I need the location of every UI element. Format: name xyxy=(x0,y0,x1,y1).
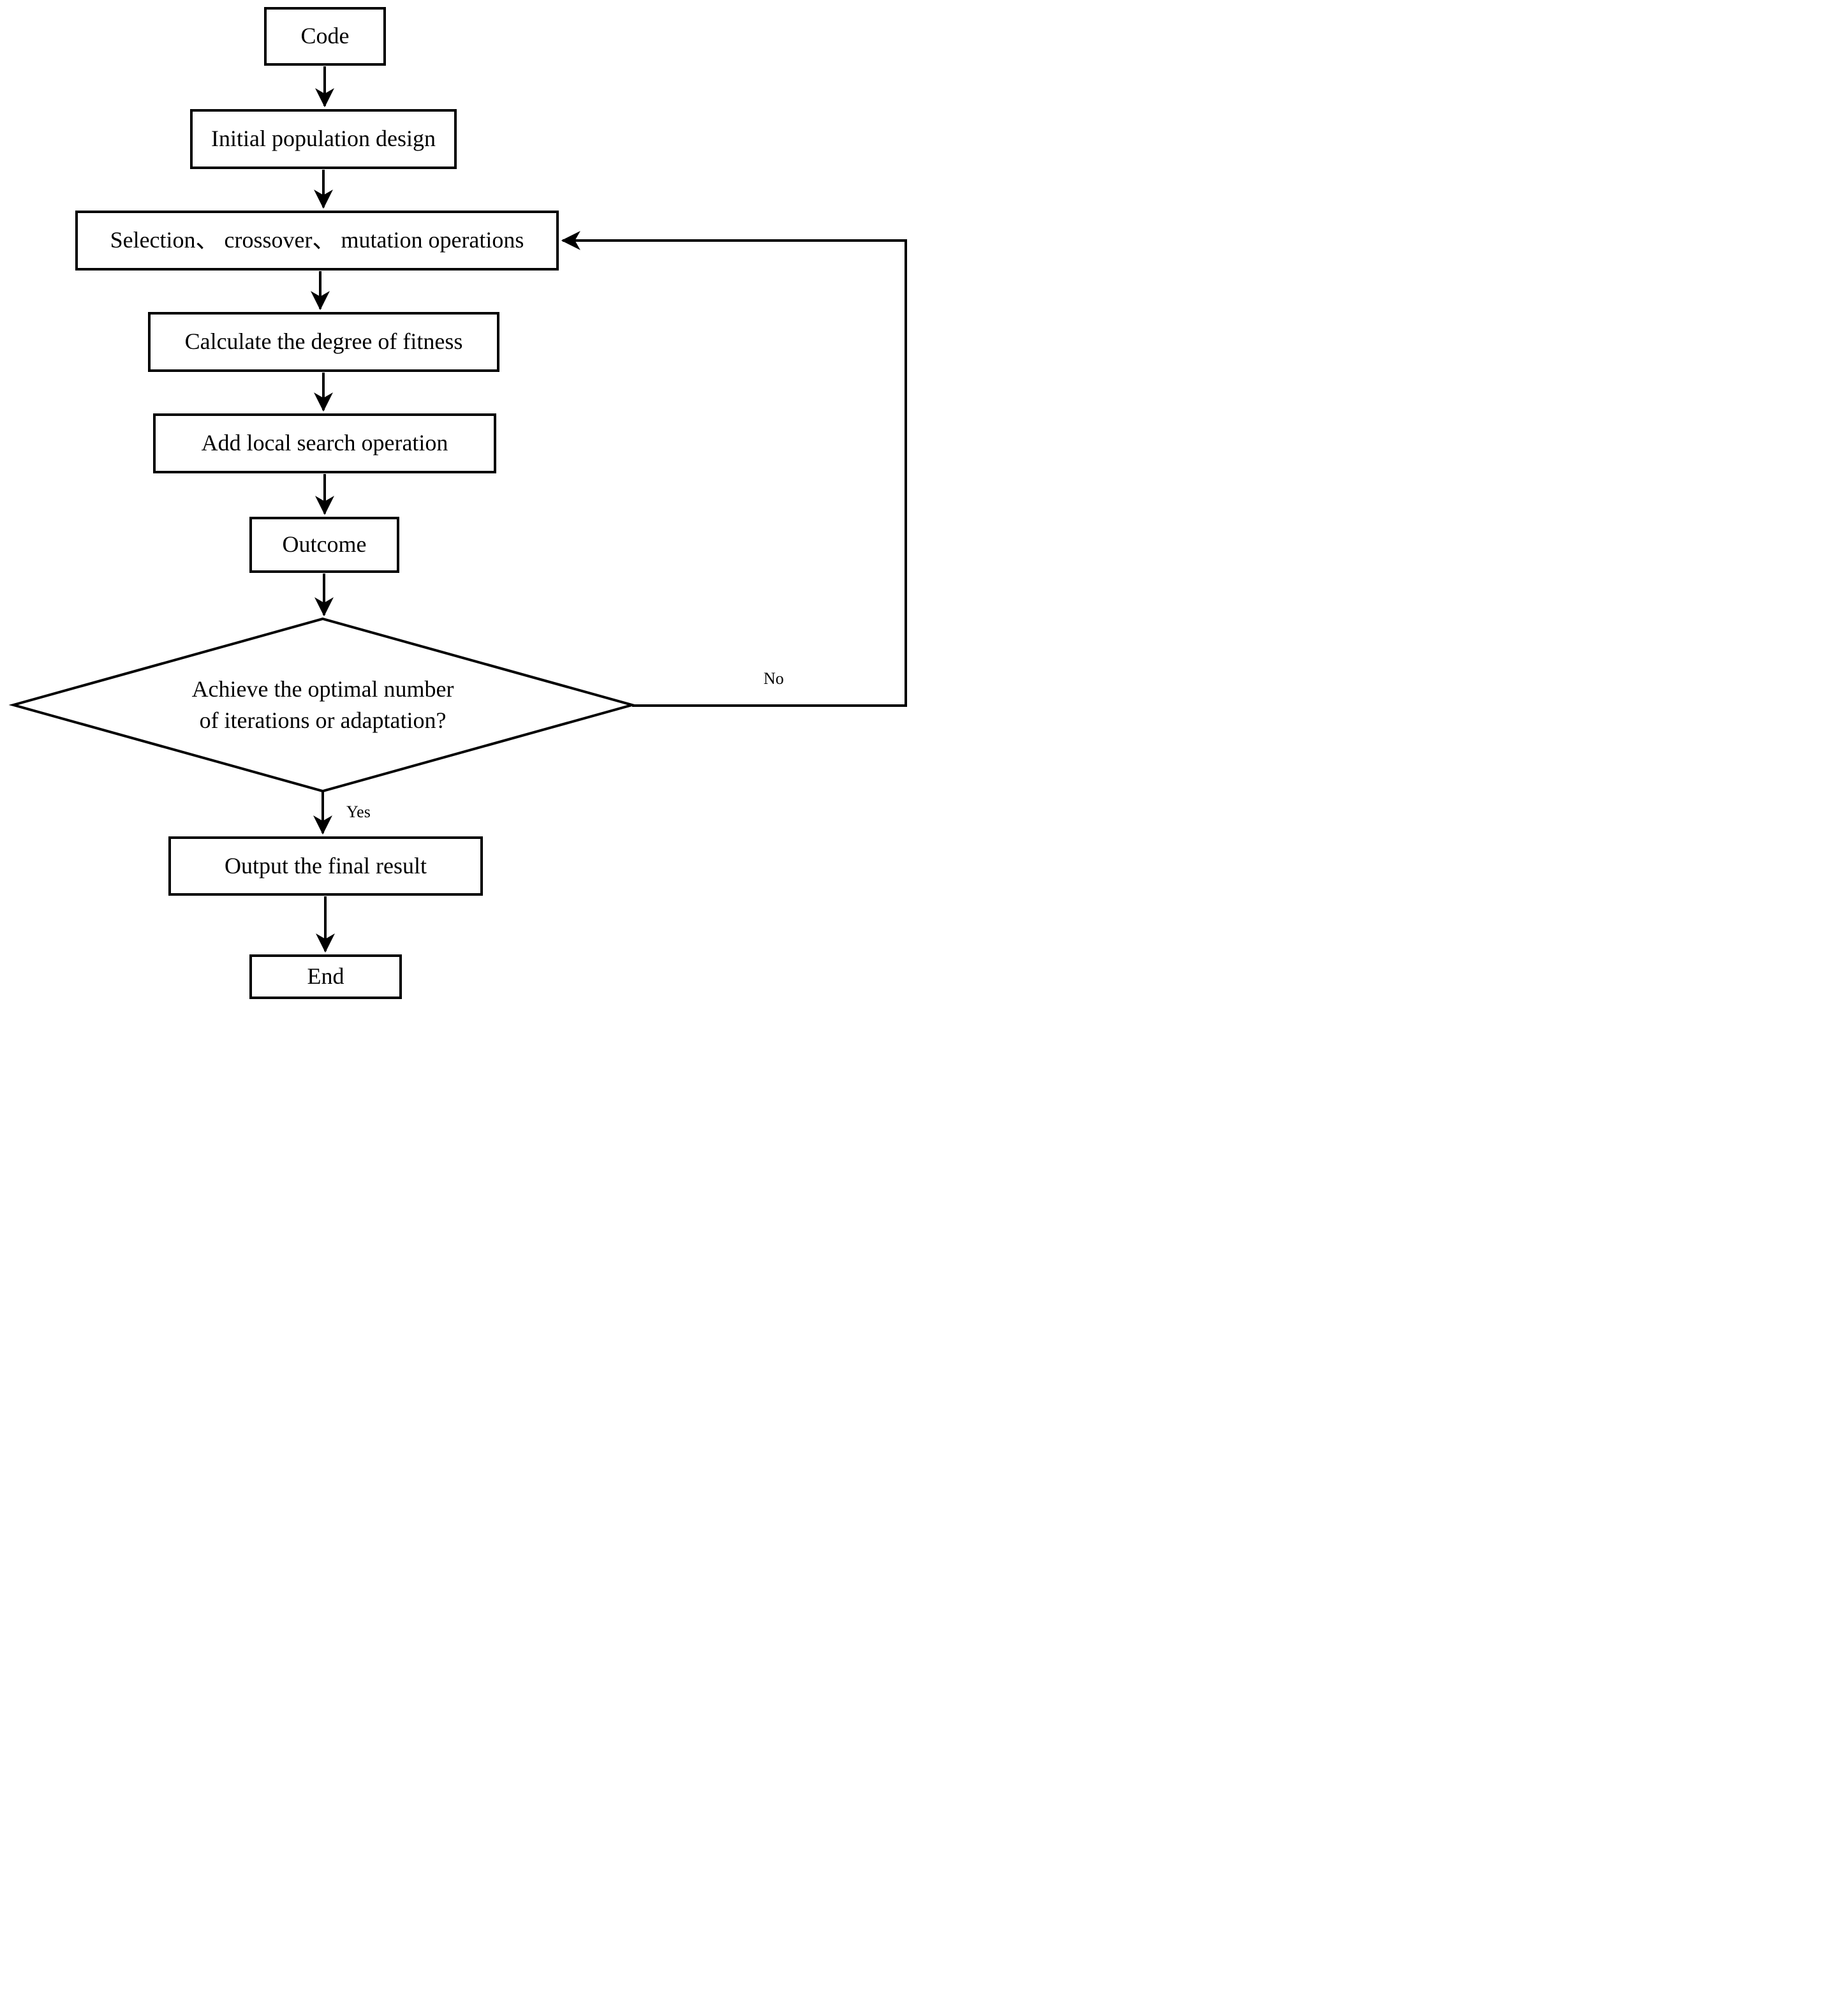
node-fitness: Calculate the degree of fitness xyxy=(148,312,499,372)
node-outcome-label: Outcome xyxy=(282,531,367,558)
node-end: End xyxy=(249,954,402,999)
node-local-search-label: Add local search operation xyxy=(201,430,448,456)
node-end-label: End xyxy=(307,963,344,989)
node-outcome: Outcome xyxy=(249,517,399,573)
edge-label-no: No xyxy=(764,669,784,688)
edge-label-yes: Yes xyxy=(346,803,371,821)
node-output-result-label: Output the final result xyxy=(225,852,427,878)
decision-diamond-shape xyxy=(8,617,637,793)
connector-layer xyxy=(8,66,907,953)
node-fitness-label: Calculate the degree of fitness xyxy=(184,329,463,355)
flowchart-canvas: Code Initial population design Selection… xyxy=(0,0,916,1008)
arrow-decision-to-operations-no xyxy=(561,231,907,707)
node-initial-population: Initial population design xyxy=(190,109,457,169)
node-code-label: Code xyxy=(300,23,350,49)
node-decision-text: Achieve the optimal number of iterations… xyxy=(191,676,454,733)
node-genetic-operations: Selection、 crossover、 mutation operation… xyxy=(75,211,559,271)
node-initial-population-label: Initial population design xyxy=(211,126,436,152)
node-code: Code xyxy=(264,7,386,66)
node-decision-label: Achieve the optimal number of iterations… xyxy=(170,641,476,769)
node-genetic-operations-label: Selection、 crossover、 mutation operation… xyxy=(110,227,524,253)
node-output-result: Output the final result xyxy=(168,836,483,896)
node-local-search: Add local search operation xyxy=(153,413,496,473)
